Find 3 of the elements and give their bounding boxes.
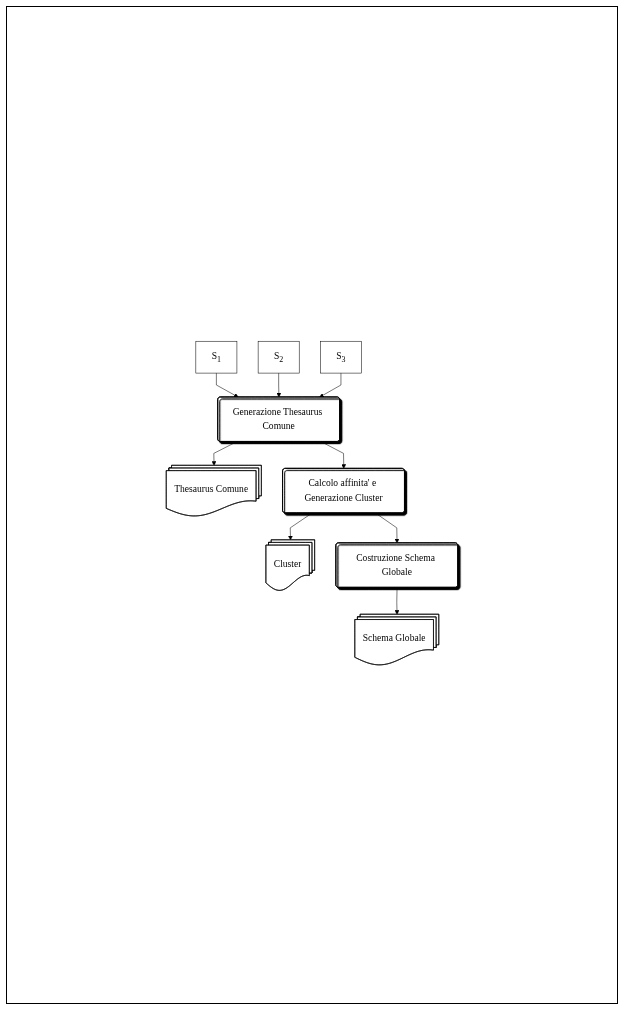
node-box: S$_{3}$ [320,340,362,374]
node-box: S$_{2}$ [257,340,300,374]
node-box: S$_{1}$ [195,340,238,374]
